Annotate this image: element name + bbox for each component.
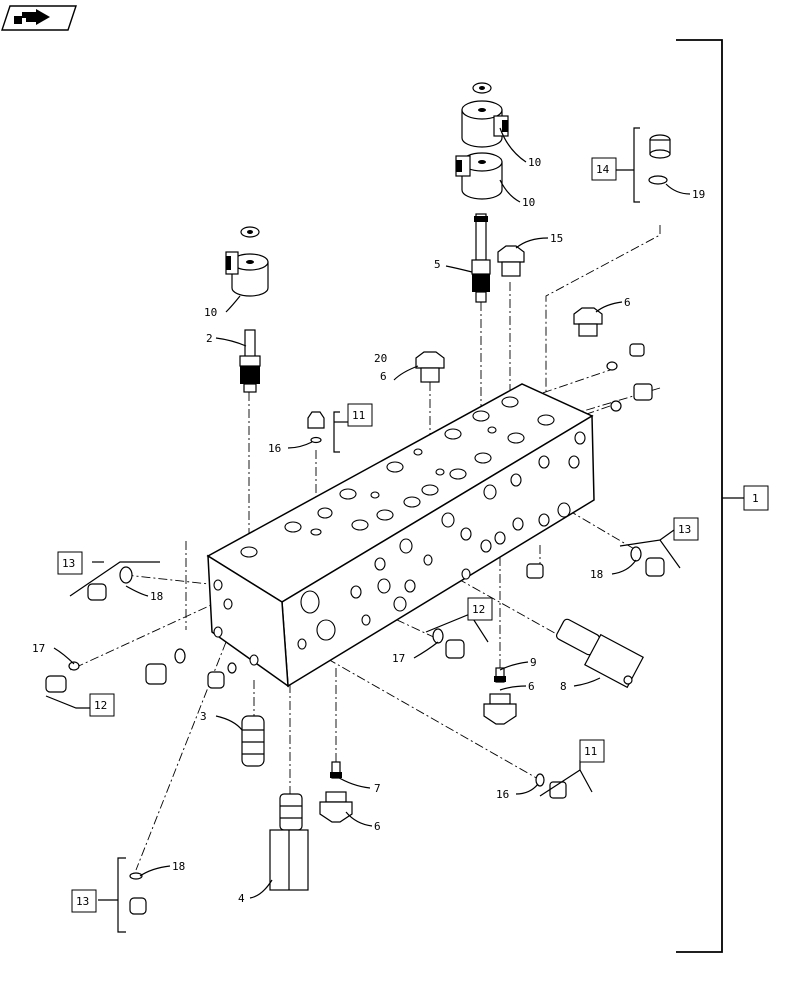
solenoid-coil-upper bbox=[461, 82, 509, 148]
callout-7: 7 bbox=[374, 782, 381, 795]
callout-2: 2 bbox=[206, 332, 213, 345]
kit-bracket-14: 14 bbox=[591, 127, 640, 203]
assembly-bracket: 1 bbox=[676, 39, 769, 953]
callout-18-bottom: 18 bbox=[172, 860, 185, 873]
callout-6-upper-left: 6 bbox=[380, 370, 387, 383]
kit-bracket-11-upper: 11 bbox=[333, 403, 373, 453]
restrictor-9 bbox=[494, 667, 506, 683]
solenoid-valve-cartridge-5 bbox=[471, 213, 491, 303]
callout-16-lower: 16 bbox=[496, 788, 509, 801]
socket-plug-13-left bbox=[87, 566, 133, 601]
callout-18-right: 18 bbox=[590, 568, 603, 581]
kit-label-13-left: 13 bbox=[62, 557, 75, 570]
callout-18-left: 18 bbox=[150, 590, 163, 603]
hex-plug-15 bbox=[497, 245, 525, 277]
small-plug-16-lower bbox=[535, 773, 567, 799]
callout-8: 8 bbox=[560, 680, 567, 693]
callout-19: 19 bbox=[692, 188, 705, 201]
kit-label-13-bottom: 13 bbox=[76, 895, 89, 908]
socket-plug-12-right bbox=[432, 628, 465, 659]
solenoid-coil-lower bbox=[455, 152, 503, 200]
callout-5: 5 bbox=[434, 258, 441, 271]
small-plug-block-bottom bbox=[526, 563, 544, 579]
hex-plug-6-20 bbox=[415, 351, 445, 383]
callout-6-upper-right: 6 bbox=[624, 296, 631, 309]
next-page-arrow-icon[interactable] bbox=[1, 5, 77, 31]
hex-plug-6-bottom-9 bbox=[483, 693, 517, 725]
hex-extension-8 bbox=[555, 618, 644, 689]
solenoid-coil-left bbox=[225, 226, 269, 297]
hex-extension-4 bbox=[269, 793, 309, 891]
callout-6-bottom-right: 6 bbox=[528, 680, 535, 693]
callout-10-middle: 10 bbox=[522, 196, 535, 209]
o-ring-19 bbox=[648, 175, 668, 185]
side-plugs-left-middle bbox=[145, 648, 237, 689]
socket-plug-14 bbox=[649, 134, 671, 159]
kit-bracket-13-left: 13 bbox=[57, 551, 160, 597]
callout-20: 20 bbox=[374, 352, 387, 365]
callout-17-left: 17 bbox=[32, 642, 45, 655]
callout-numbers: 10 10 10 19 15 5 2 6 20 6 16 18 18 17 17… bbox=[32, 156, 705, 905]
kit-bracket-12-left: 12 bbox=[45, 693, 115, 717]
small-plug-16-upper bbox=[307, 411, 325, 444]
callout-9: 9 bbox=[530, 656, 537, 669]
callout-6-bottom: 6 bbox=[374, 820, 381, 833]
kit-label-11-upper: 11 bbox=[352, 409, 365, 422]
callout-10-upper: 10 bbox=[528, 156, 541, 169]
socket-plug-12-left bbox=[45, 661, 80, 693]
kit-label-12-left: 12 bbox=[94, 699, 107, 712]
bracket-label-1: 1 bbox=[752, 492, 759, 505]
solenoid-valve-cartridge-2 bbox=[239, 329, 261, 393]
callout-3: 3 bbox=[200, 710, 207, 723]
callout-16-upper: 16 bbox=[268, 442, 281, 455]
callout-4: 4 bbox=[238, 892, 245, 905]
kit-bracket-11-lower: 11 bbox=[539, 739, 605, 797]
kit-label-12-middle: 12 bbox=[472, 603, 485, 616]
callout-10-left: 10 bbox=[204, 306, 217, 319]
side-plugs-upper-right bbox=[606, 343, 653, 412]
callout-leaders bbox=[53, 127, 691, 899]
kit-label-11-lower: 11 bbox=[584, 745, 597, 758]
restrictor-7 bbox=[330, 761, 342, 779]
fitting-3 bbox=[241, 715, 265, 767]
kit-bracket-13-right: 13 bbox=[619, 517, 699, 569]
kit-label-14: 14 bbox=[596, 163, 610, 176]
callout-15: 15 bbox=[550, 232, 563, 245]
hex-plug-6-upper-right bbox=[573, 307, 603, 337]
kit-label-13-right: 13 bbox=[678, 523, 691, 536]
callout-17-middle: 17 bbox=[392, 652, 405, 665]
hex-plug-6-bottom-7 bbox=[319, 791, 353, 823]
kit-bracket-12-middle: 12 bbox=[425, 597, 493, 643]
socket-plug-13-bottom bbox=[129, 872, 147, 915]
valve-block-body bbox=[206, 383, 595, 688]
socket-plug-13-right bbox=[630, 546, 665, 577]
kit-bracket-13-bottom: 13 bbox=[71, 857, 126, 933]
